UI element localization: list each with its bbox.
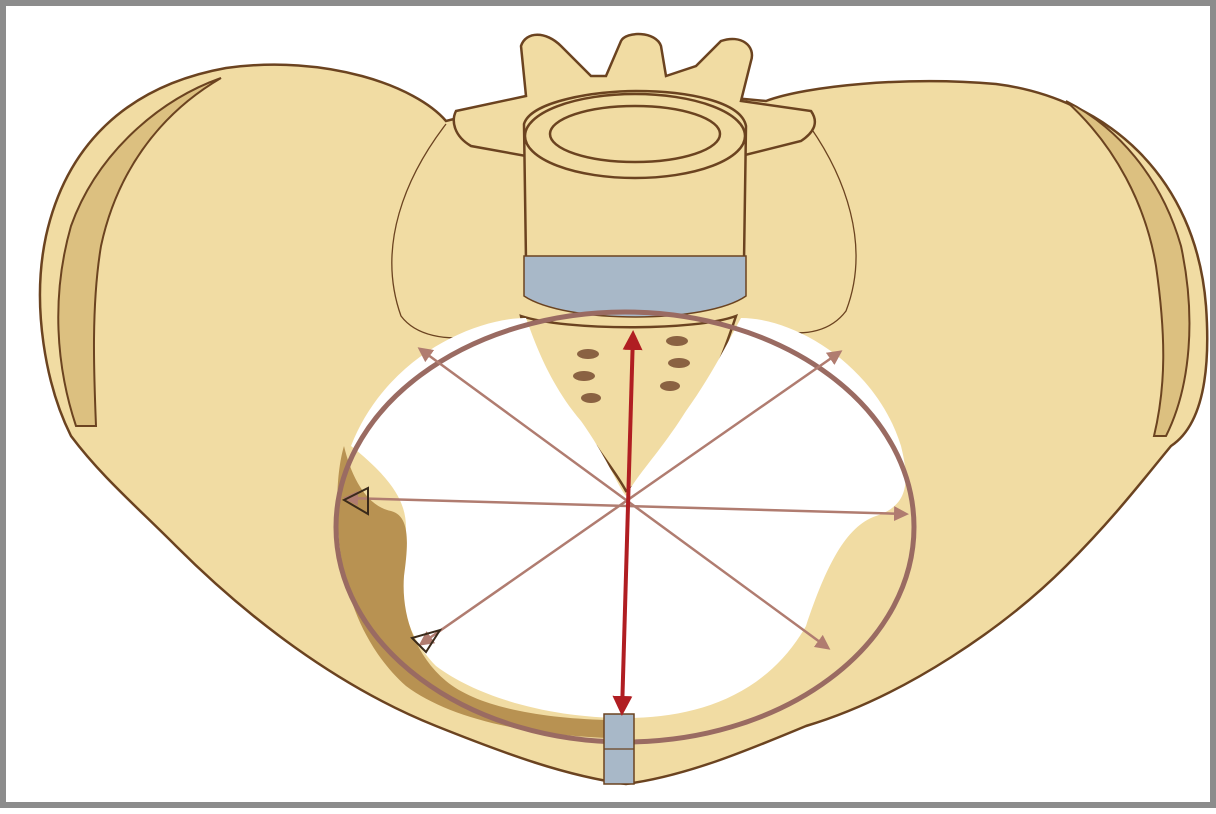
vertebral-canal-ring — [550, 106, 720, 162]
intervertebral-disc — [524, 256, 746, 317]
pelvis-illustration — [6, 6, 1216, 814]
